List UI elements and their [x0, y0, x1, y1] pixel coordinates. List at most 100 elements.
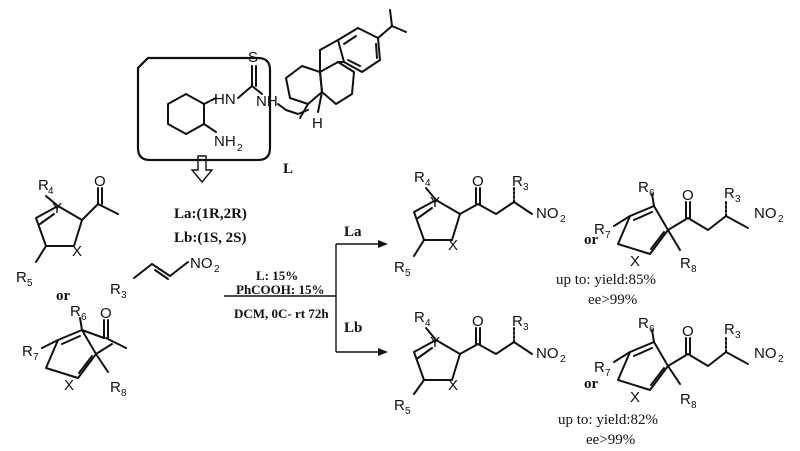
substrate-r7: R	[22, 343, 33, 360]
product-bottom-no2: NO	[536, 345, 559, 362]
product-top-y: Y	[430, 194, 440, 211]
hollow-down-arrow	[190, 155, 214, 184]
atom-s: S	[248, 49, 258, 66]
nitroalkene: R 3 NO 2	[110, 255, 220, 301]
product-top-no2b-sub: 2	[778, 214, 784, 225]
substrate-substituted-ring-ketone: R 6 R 7 X R 8 O	[22, 303, 127, 399]
product-bottom-r8-sub: 8	[691, 400, 697, 411]
product-top-r3b-sub: 3	[735, 194, 741, 205]
product-bottom-no2b-sub: 2	[778, 354, 784, 365]
substrate-or: or	[56, 288, 71, 304]
product-top-r5-sub: 5	[405, 268, 411, 279]
product-bottom-x: X	[448, 377, 458, 394]
product-bottom-y: Y	[430, 334, 440, 351]
product-bottom-r3: R	[512, 313, 523, 330]
substrate-o2: O	[100, 305, 112, 322]
substrate-x: X	[72, 243, 82, 260]
product-bottom-r6-sub: 6	[649, 324, 655, 335]
product-bottom-r7-sub: 7	[605, 368, 611, 379]
product-top-r8: R	[680, 255, 691, 272]
catalyst-label: L	[283, 161, 293, 177]
product-bottom-r4-sub: 4	[425, 318, 431, 329]
product-bottom-substituted-ring: R 6 R 7 X R 8 O R 3 NO 2	[594, 315, 784, 411]
product-bottom-r8: R	[680, 391, 691, 408]
product-top-r6: R	[638, 179, 649, 196]
result-top-yield: up to: yield:85%	[556, 272, 656, 288]
product-top-x2: X	[630, 253, 640, 270]
product-bottom-r7: R	[594, 359, 605, 376]
product-top-r7: R	[594, 221, 605, 238]
atom-hn: HN	[214, 91, 236, 108]
ligand-la: La:(1R,2R)	[174, 206, 247, 222]
product-top-no2: NO	[536, 205, 559, 222]
product-top-r3b: R	[724, 185, 735, 202]
condition-catalyst-loading: L: 15%	[256, 268, 298, 283]
product-bottom-o: O	[472, 313, 484, 330]
product-top-o: O	[472, 173, 484, 190]
ligand-lb: Lb:(1S, 2S)	[174, 230, 247, 246]
product-top-r3: R	[512, 173, 523, 190]
nitroalkene-r3: R	[110, 281, 121, 298]
substrate-r5: R	[16, 269, 27, 286]
product-top-o2: O	[682, 187, 694, 204]
result-top-ee: ee>99%	[588, 292, 637, 308]
product-top-r8-sub: 8	[691, 264, 697, 275]
product-bottom-five-ring: Y X R 4 R 5 O R 3 NO 2	[394, 309, 566, 417]
substrate-r5-sub: 5	[27, 278, 33, 289]
substrate-y: Y	[52, 200, 62, 217]
condition-additive: PhCOOH: 15%	[236, 282, 324, 297]
product-top-r7-sub: 7	[605, 230, 611, 241]
product-bottom-r6: R	[638, 315, 649, 332]
product-top-no2b: NO	[754, 205, 777, 222]
substrate-x2: X	[64, 377, 74, 394]
product-top-r3-sub: 3	[523, 182, 529, 193]
product-bottom-r5: R	[394, 397, 405, 414]
product-bottom-r4: R	[414, 309, 425, 326]
product-top-substituted-ring: R 6 R 7 X R 8 O R 3 NO 2	[594, 179, 784, 275]
ring-a	[285, 65, 323, 105]
product-bottom-r3b-sub: 3	[735, 330, 741, 341]
catalyst-highlight-box	[136, 56, 272, 162]
result-bottom-yield: up to: yield:82%	[558, 412, 658, 428]
product-top-r4: R	[414, 169, 425, 186]
arrowhead-lb	[378, 348, 388, 356]
nitroalkene-no2: NO	[190, 255, 213, 272]
result-bottom-ee: ee>99%	[586, 432, 635, 448]
product-bottom-r3-sub: 3	[523, 322, 529, 333]
branch-la-label: La	[344, 224, 362, 240]
product-top-r4-sub: 4	[425, 178, 431, 189]
atom-nh2-subscript: 2	[237, 143, 243, 154]
atom-nh2: NH	[214, 133, 236, 150]
substrate-r4: R	[38, 177, 49, 194]
cyclohexane-ring	[167, 93, 205, 135]
substrate-r8: R	[110, 379, 121, 396]
product-top-no2-sub: 2	[560, 214, 566, 225]
product-top-r6-sub: 6	[649, 188, 655, 199]
product-bottom-no2b: NO	[754, 345, 777, 362]
substrate-r8-sub: 8	[121, 388, 127, 399]
arrowhead-la	[378, 240, 388, 248]
nitroalkene-r3-sub: 3	[121, 290, 127, 301]
product-bottom-r5-sub: 5	[405, 406, 411, 417]
product-bottom-r3b: R	[724, 321, 735, 338]
product-top-five-ring: Y X R 4 R 5 O R 3 NO 2	[394, 169, 566, 279]
substrate-r7-sub: 7	[33, 352, 39, 363]
nitroalkene-no2-sub: 2	[214, 264, 220, 275]
catalyst-structure: HN NH 2 S NH H L	[136, 9, 407, 177]
product-top-or: or	[584, 232, 599, 248]
product-bottom-o2: O	[682, 323, 694, 340]
atom-nh: NH	[256, 93, 278, 110]
product-top-r5: R	[394, 259, 405, 276]
product-bottom-x2: X	[630, 389, 640, 406]
substrate-r4-sub: 4	[48, 186, 54, 197]
atom-h: H	[312, 115, 323, 132]
substrate-r6-sub: 6	[81, 312, 87, 323]
substrate-o: O	[94, 173, 106, 190]
product-top-x: X	[448, 237, 458, 254]
product-bottom-or: or	[584, 376, 599, 392]
substrate-r6: R	[70, 303, 81, 320]
product-bottom-no2-sub: 2	[560, 354, 566, 365]
condition-solvent-temp-time: DCM, 0C- rt 72h	[234, 306, 329, 321]
